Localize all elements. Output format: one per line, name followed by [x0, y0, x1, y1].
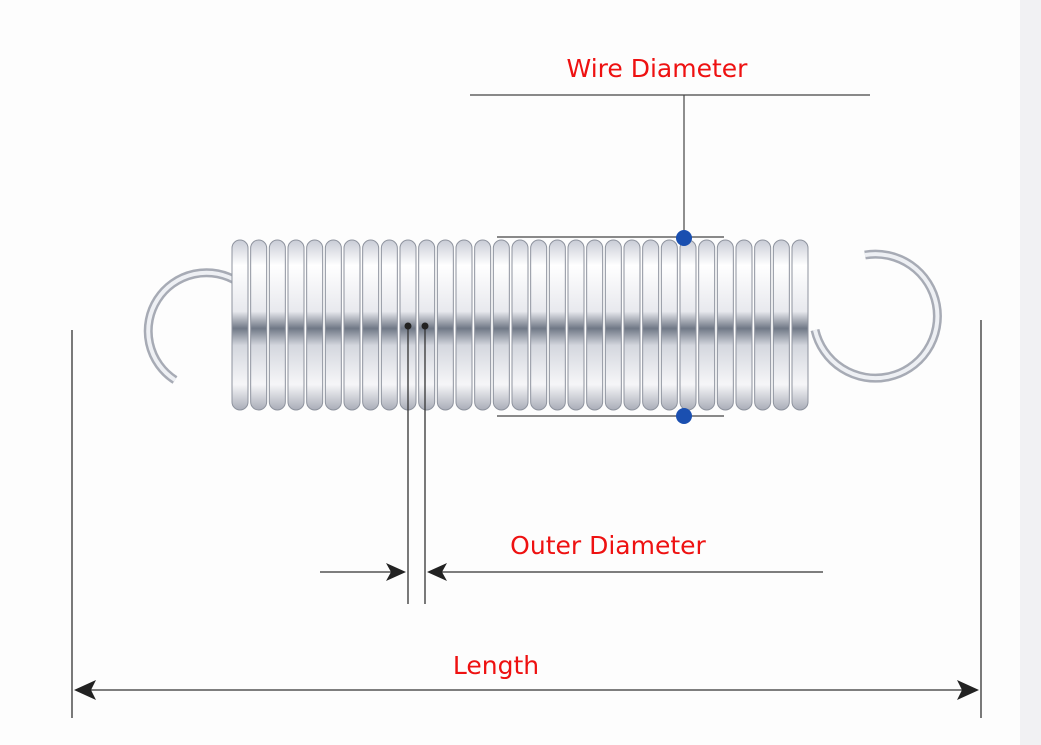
spring-coil: [343, 239, 361, 411]
spring-coil: [306, 239, 324, 411]
spring-coil: [791, 239, 809, 411]
bottom-marker-dot: [676, 408, 692, 424]
spring-coil: [268, 239, 286, 411]
spring-coil: [380, 239, 398, 411]
spring-coil: [492, 239, 510, 411]
spring-coil: [530, 239, 548, 411]
spring-coil: [324, 239, 342, 411]
spring-coil: [623, 239, 641, 411]
spring-coil: [231, 239, 249, 411]
spring-coil: [642, 239, 660, 411]
wire-diameter-label: Wire Diameter: [567, 54, 749, 83]
arrow-left-icon: [427, 563, 447, 581]
spring-coil: [754, 239, 772, 411]
spring-coil: [772, 239, 790, 411]
spring-coil: [511, 239, 529, 411]
arrow-left-icon: [74, 680, 96, 700]
spring-coil: [287, 239, 305, 411]
spring-coil: [698, 239, 716, 411]
length-dimension: [71, 320, 982, 718]
spring-coil: [567, 239, 585, 411]
spring-coil: [548, 239, 566, 411]
arrow-right-icon: [957, 680, 979, 700]
outer-diameter-dimension: [320, 322, 823, 604]
length-label: Length: [453, 651, 539, 680]
edge-strip: [1020, 0, 1041, 745]
spring-coil: [660, 239, 678, 411]
top-marker-dot: [676, 230, 692, 246]
left-hook: [143, 268, 241, 384]
outer-diameter-label: Outer Diameter: [510, 531, 706, 560]
spring-coil: [679, 239, 697, 411]
spring-coil: [250, 239, 268, 411]
spring-coil: [716, 239, 734, 411]
spring-coil: [474, 239, 492, 411]
spring-coils: [231, 239, 809, 411]
spring-coil: [735, 239, 753, 411]
spring-coil: [436, 239, 454, 411]
spring-coil: [604, 239, 622, 411]
spring-coil: [586, 239, 604, 411]
arrow-right-icon: [386, 563, 406, 581]
right-hook: [810, 249, 942, 383]
spring-coil: [455, 239, 473, 411]
spring-coil: [362, 239, 380, 411]
